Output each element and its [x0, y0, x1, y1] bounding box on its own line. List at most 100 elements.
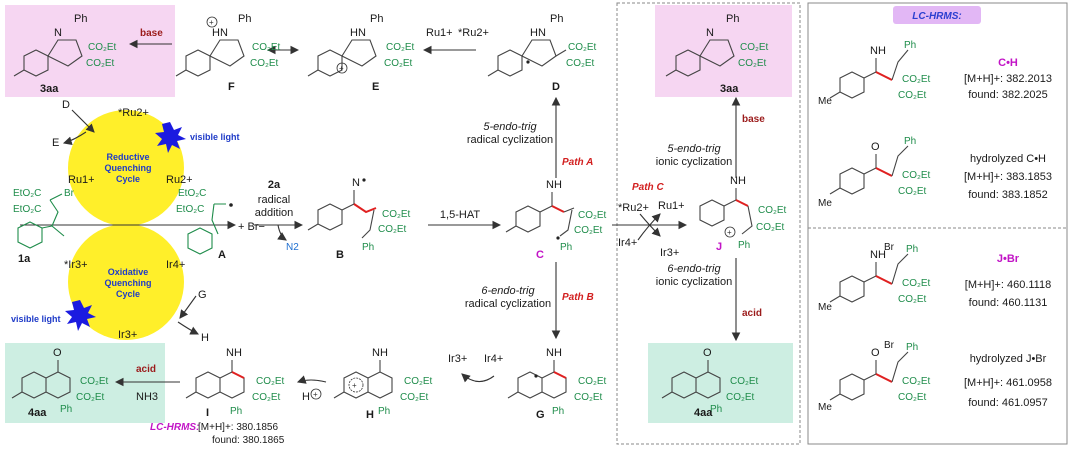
n2-text: N2 [286, 242, 299, 253]
svg-text:CO₂Et: CO₂Et [902, 376, 931, 387]
svg-text:Ph: Ph [904, 40, 916, 51]
svg-text:HN: HN [350, 27, 366, 39]
svg-text:Me: Me [818, 402, 832, 413]
label-I: I [206, 407, 209, 419]
svg-text:CO₂Et: CO₂Et [578, 210, 607, 221]
panel-title: LC-HRMS: [912, 11, 961, 22]
br-minus: + Br− [238, 221, 265, 233]
label-2a: 2a [268, 179, 281, 191]
svg-text:EtO₂C: EtO₂C [178, 188, 206, 199]
label-1a: 1a [18, 253, 31, 265]
panel-entry-3-found: found: 460.1131 [969, 297, 1048, 309]
svg-text:CO₂Et: CO₂Et [566, 58, 595, 69]
panel-entry-1-found: found: 382.2025 [968, 89, 1048, 101]
svg-text:NH: NH [730, 175, 746, 187]
svg-text:CO₂Et: CO₂Et [386, 42, 415, 53]
ru1-pathc: Ru1+ [658, 200, 685, 212]
structure-3aa-top: N Ph CO₂Et CO₂Et [13, 13, 117, 77]
label-F: F [228, 81, 235, 93]
ru2star-pathc: *Ru2+ [618, 202, 649, 214]
svg-text:Ph: Ph [60, 404, 72, 415]
label-3aa-top: 3aa [40, 83, 59, 95]
oxidative-label-2: Quenching [105, 278, 152, 288]
label-E: E [372, 81, 379, 93]
svg-text:CO₂Et: CO₂Et [574, 225, 603, 236]
label-H: H [366, 409, 374, 421]
panel-entry-2-found: found: 383.1852 [968, 189, 1048, 201]
svg-text:Ph: Ph [904, 136, 916, 147]
svg-text:EtO₂C: EtO₂C [13, 188, 41, 199]
structure-E: HN Ph CO₂Et CO₂Et + [307, 13, 415, 77]
lc-hrms-bottom-found: found: 380.1865 [212, 435, 285, 446]
svg-text:CO₂Et: CO₂Et [250, 58, 279, 69]
svg-text:CO₂Et: CO₂Et [384, 58, 413, 69]
panel-structure-3: Me NH Br Ph CO₂Et CO₂Et [818, 242, 931, 313]
lc-hrms-bottom-label: LC-HRMS: [150, 422, 199, 433]
label-3aa-right: 3aa [720, 83, 739, 95]
label-4aa-left: 4aa [28, 407, 47, 419]
path-c-6endo-1: 6-endo-trig [667, 263, 721, 275]
reductive-cycle [68, 110, 184, 226]
ir3-label: Ir3+ [118, 329, 137, 341]
svg-text:NH: NH [226, 347, 242, 359]
panel-entry-2-name: hydrolyzed C•H [970, 153, 1046, 165]
structure-H: NH + CO₂Et CO₂Et Ph [333, 347, 433, 417]
product-box-3aa-right [655, 5, 792, 97]
ir3-bottom: Ir3+ [448, 353, 467, 365]
h-label-left: H [201, 332, 209, 344]
path-b-line1: 6-endo-trig [481, 285, 535, 297]
path-a-label: Path A [562, 157, 593, 168]
e-label-left: E [52, 137, 59, 149]
structure-I: NH CO₂Et CO₂Et Ph [185, 347, 285, 417]
panel-title-box [893, 6, 981, 24]
structure-F: HN + Ph CO₂Et CO₂Et [175, 13, 281, 77]
arrow-H-to-I [296, 375, 327, 384]
svg-text:CO₂Et: CO₂Et [730, 376, 759, 387]
label-4aa-right: 4aa [694, 407, 713, 419]
svg-text:CO₂Et: CO₂Et [902, 74, 931, 85]
path-c-dashed-box [616, 2, 801, 445]
structure-1a: EtO₂C EtO₂C Br [13, 188, 75, 249]
svg-text:Ph: Ph [230, 406, 242, 417]
svg-text:O: O [53, 347, 62, 359]
structure-3aa-right: N Ph CO₂Et CO₂Et [665, 13, 769, 77]
structure-A: EtO₂C EtO₂C [176, 188, 233, 255]
lc-hrms-panel [807, 2, 1068, 445]
svg-text:Ph: Ph [560, 242, 572, 253]
label-B: B [336, 249, 344, 261]
svg-text:N: N [352, 177, 360, 189]
oxidative-cycle [68, 224, 184, 340]
ru1-label: Ru1+ [68, 174, 95, 186]
svg-text:NH: NH [546, 347, 562, 359]
svg-text:Ph: Ph [550, 13, 563, 25]
svg-text:O: O [871, 141, 880, 153]
svg-text:CO₂Et: CO₂Et [898, 294, 927, 305]
panel-entry-1-name: C•H [998, 57, 1018, 69]
panel-entry-3-calc: [M+H]+: 460.1118 [965, 279, 1051, 291]
arrow-G-to-H [461, 373, 495, 383]
svg-text:CO₂Et: CO₂Et [726, 392, 755, 403]
svg-text:NH: NH [546, 179, 562, 191]
svg-text:CO₂Et: CO₂Et [256, 376, 285, 387]
svg-text:CO₂Et: CO₂Et [404, 376, 433, 387]
ir4-pathc: Ir4+ [618, 237, 637, 249]
label-D: D [552, 81, 560, 93]
sunburst-icon-bottom [65, 300, 96, 331]
path-c-6endo-2: ionic cyclization [656, 276, 732, 288]
panel-entry-3-name: J•Br [997, 253, 1020, 265]
svg-text:CO₂Et: CO₂Et [898, 90, 927, 101]
svg-text:Ph: Ph [370, 13, 383, 25]
panel-structure-4: Me O Br Ph CO₂Et CO₂Et [818, 340, 931, 413]
ir4-label: Ir4+ [166, 259, 185, 271]
structure-C: NH CO₂Et CO₂Et Ph [505, 179, 607, 253]
ir4-bottom: Ir4+ [484, 353, 503, 365]
d-label-left: D [62, 99, 70, 111]
base-right: base [742, 114, 765, 125]
panel-entry-4-name: hydrolyzed J•Br [970, 353, 1047, 365]
label-G: G [536, 409, 545, 421]
svg-text:CO₂Et: CO₂Et [898, 392, 927, 403]
arrow-pathc-ir [637, 213, 661, 241]
svg-text:CO₂Et: CO₂Et [378, 224, 407, 235]
structure-B: N CO₂Et CO₂Et Ph [307, 177, 411, 253]
